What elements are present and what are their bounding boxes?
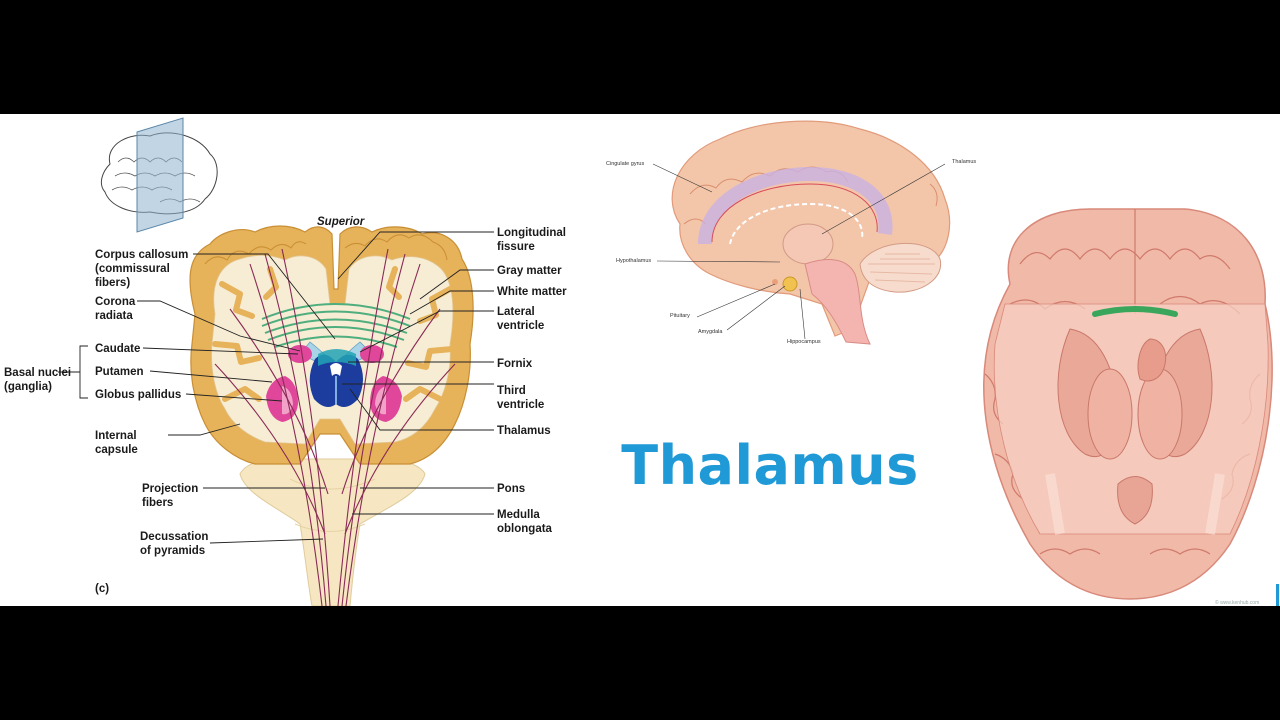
projection-fibers-label-2: fibers (142, 497, 173, 509)
corona-radiata-label-2: radiata (95, 310, 133, 322)
pons-label: Pons (497, 483, 525, 495)
lateral-ventricle-label-2: ventricle (497, 320, 544, 332)
cingulate-gyrus-label: Cingulate gyrus (606, 161, 644, 167)
projection-fibers-label-1: Projection (142, 483, 198, 495)
corona-radiata-label-1: Corona (95, 296, 136, 308)
longitudinal-fissure-label-2: fissure (497, 241, 535, 253)
longitudinal-fissure-label-1: Longitudinal (497, 227, 566, 239)
basal-nuclei-label-1: Basal nuclei (4, 367, 71, 379)
third-ventricle-label-1: Third (497, 385, 526, 397)
internal-capsule-label-1: Internal (95, 430, 137, 442)
thalamus-label-coronal: Thalamus (497, 425, 551, 437)
gray-matter-label: Gray matter (497, 265, 562, 277)
third-ventricle-label-2: ventricle (497, 399, 544, 411)
corpus-callosum-label-2: (commissural (95, 263, 170, 275)
globus-pallidus-label: Globus pallidus (95, 389, 181, 401)
bottom-letterbox (0, 606, 1280, 720)
left-leader-lines (58, 253, 336, 544)
thalamus-label-sagittal: Thalamus (952, 159, 976, 165)
pituitary-label: Pituitary (670, 313, 690, 319)
panel-letter: (c) (95, 583, 109, 595)
basal-nuclei-label-2: (ganglia) (4, 381, 52, 393)
hypothalamus-label: Hypothalamus (616, 258, 651, 264)
corpus-callosum-fibers (261, 303, 411, 348)
top-letterbox (0, 0, 1280, 114)
axial-brain-figure: © www.kenhub.com (983, 208, 1279, 606)
right-leader-lines (337, 231, 494, 515)
slide: Superior Corpus callosum (commissural fi… (0, 114, 1280, 606)
white-matter-label: White matter (497, 286, 567, 298)
amygdala-label: Amygdala (698, 329, 723, 335)
fornix-label: Fornix (497, 358, 533, 370)
hippocampus-label: Hippocampus (787, 339, 821, 345)
caudate-label: Caudate (95, 343, 140, 355)
corpus-callosum-label-1: Corpus callosum (95, 249, 188, 261)
orientation-brain-icon (100, 117, 218, 233)
slide-title: Thalamus (621, 434, 919, 497)
corpus-callosum-label-3: fibers) (95, 277, 130, 289)
coronal-section-figure: Superior Corpus callosum (commissural fi… (4, 117, 567, 606)
putamen-label: Putamen (95, 366, 144, 378)
medulla-label-2: oblongata (497, 523, 553, 535)
internal-capsule-label-2: capsule (95, 444, 138, 456)
decussation-label-1: Decussation (140, 531, 208, 543)
thalamus-structure (309, 349, 363, 408)
sagittal-section-figure: Cingulate gyrus Thalamus Hypothalamus Pi… (606, 120, 976, 345)
medulla-label-1: Medulla (497, 509, 540, 521)
lateral-ventricle-label-1: Lateral (497, 306, 535, 318)
image-credit: © www.kenhub.com (1215, 599, 1259, 606)
superior-label: Superior (317, 216, 365, 228)
decussation-label-2: of pyramids (140, 545, 205, 557)
diagram-canvas: Superior Corpus callosum (commissural fi… (4, 117, 1279, 606)
